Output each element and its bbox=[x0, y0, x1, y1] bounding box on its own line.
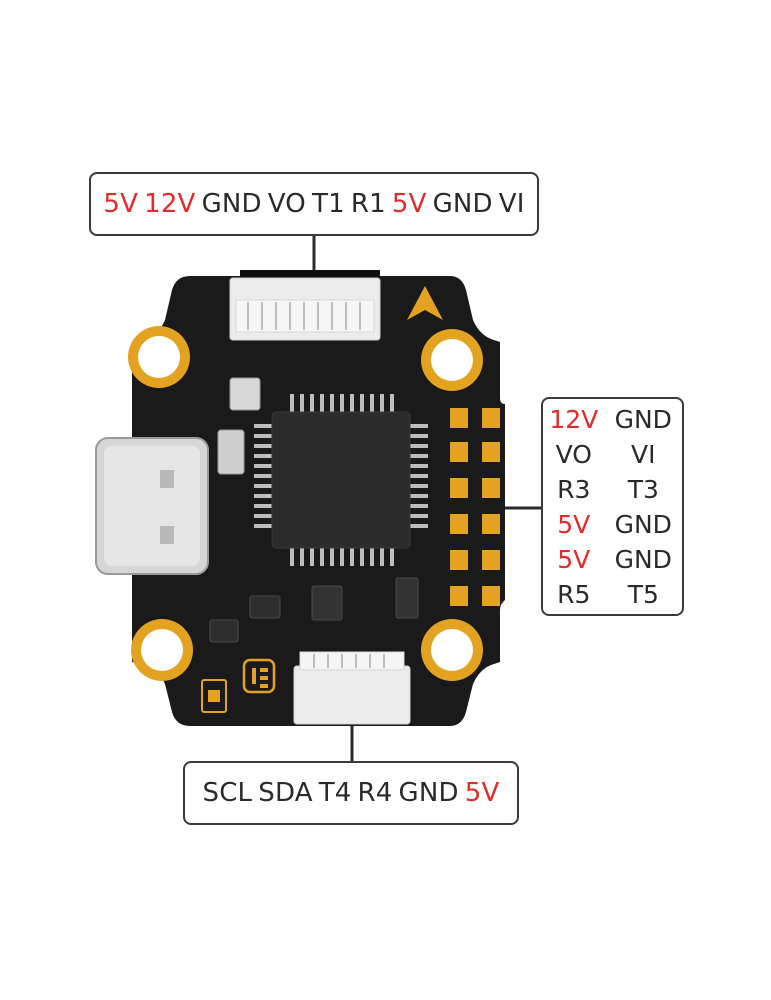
pad-label: R3 bbox=[557, 475, 591, 504]
crystal-component bbox=[217, 429, 245, 475]
arrow-up-icon bbox=[407, 286, 443, 320]
mounting-hole-top-left bbox=[128, 326, 190, 388]
mounting-hole-top-right bbox=[421, 329, 483, 391]
pad-label: GND bbox=[614, 510, 672, 539]
regulator-component bbox=[311, 585, 343, 621]
bottom-connector-pinout-label: SCL SDA T4 R4 GND 5V bbox=[183, 761, 519, 825]
side-pad-row: 12V GND bbox=[543, 402, 682, 437]
pin-label: T1 bbox=[311, 189, 345, 219]
pin-label: SCL bbox=[202, 778, 253, 808]
top-connector-pinout-label: 5V 12V GND VO T1 R1 5V GND VI bbox=[89, 172, 539, 236]
top-connector bbox=[229, 270, 381, 341]
side-pad-row: 5V GND bbox=[543, 507, 682, 542]
pad-label: T3 bbox=[627, 475, 659, 504]
pad-label: 5V bbox=[557, 510, 591, 539]
usb-c-port bbox=[95, 437, 209, 575]
pad-label: GND bbox=[614, 545, 672, 574]
pad-label: T5 bbox=[627, 580, 659, 609]
pad-label: 12V bbox=[549, 405, 599, 434]
pin-label: VO bbox=[267, 189, 306, 219]
mcu-chip bbox=[254, 394, 428, 566]
pin-label: T4 bbox=[318, 778, 352, 808]
mosfet-component bbox=[395, 577, 419, 619]
bottom-connector bbox=[293, 651, 411, 725]
pin-label: 5V bbox=[464, 778, 500, 808]
side-solder-pads bbox=[450, 408, 500, 606]
pin-label: R4 bbox=[357, 778, 393, 808]
side-pad-row: R3 T3 bbox=[543, 472, 682, 507]
mounting-hole-bottom-right bbox=[421, 619, 483, 681]
pin-label: GND bbox=[398, 778, 459, 808]
boot-pad bbox=[201, 679, 227, 713]
small-ic-component bbox=[249, 595, 281, 619]
pin-label: 5V bbox=[391, 189, 427, 219]
pad-label: 5V bbox=[557, 545, 591, 574]
pad-label: GND bbox=[614, 405, 672, 434]
i-logo-icon bbox=[242, 658, 276, 694]
pad-label: VI bbox=[631, 440, 656, 469]
side-pads-pinout-label: 12V GND VO VI R3 T3 5V GND 5V GND R5 T5 bbox=[541, 397, 684, 616]
pin-label: GND bbox=[432, 189, 493, 219]
pin-label: R1 bbox=[350, 189, 386, 219]
pin-label: SDA bbox=[258, 778, 313, 808]
pin-label: 12V bbox=[144, 189, 196, 219]
sensor-component bbox=[229, 377, 261, 411]
pin-label: GND bbox=[201, 189, 262, 219]
pad-label: VO bbox=[555, 440, 592, 469]
side-pad-row: R5 T5 bbox=[543, 577, 682, 612]
side-pad-row: 5V GND bbox=[543, 542, 682, 577]
mounting-hole-bottom-left bbox=[131, 619, 193, 681]
small-ic-component-2 bbox=[209, 619, 239, 643]
pin-label: VI bbox=[498, 189, 525, 219]
pad-label: R5 bbox=[557, 580, 591, 609]
pin-label: 5V bbox=[103, 189, 139, 219]
side-pad-row: VO VI bbox=[543, 437, 682, 472]
